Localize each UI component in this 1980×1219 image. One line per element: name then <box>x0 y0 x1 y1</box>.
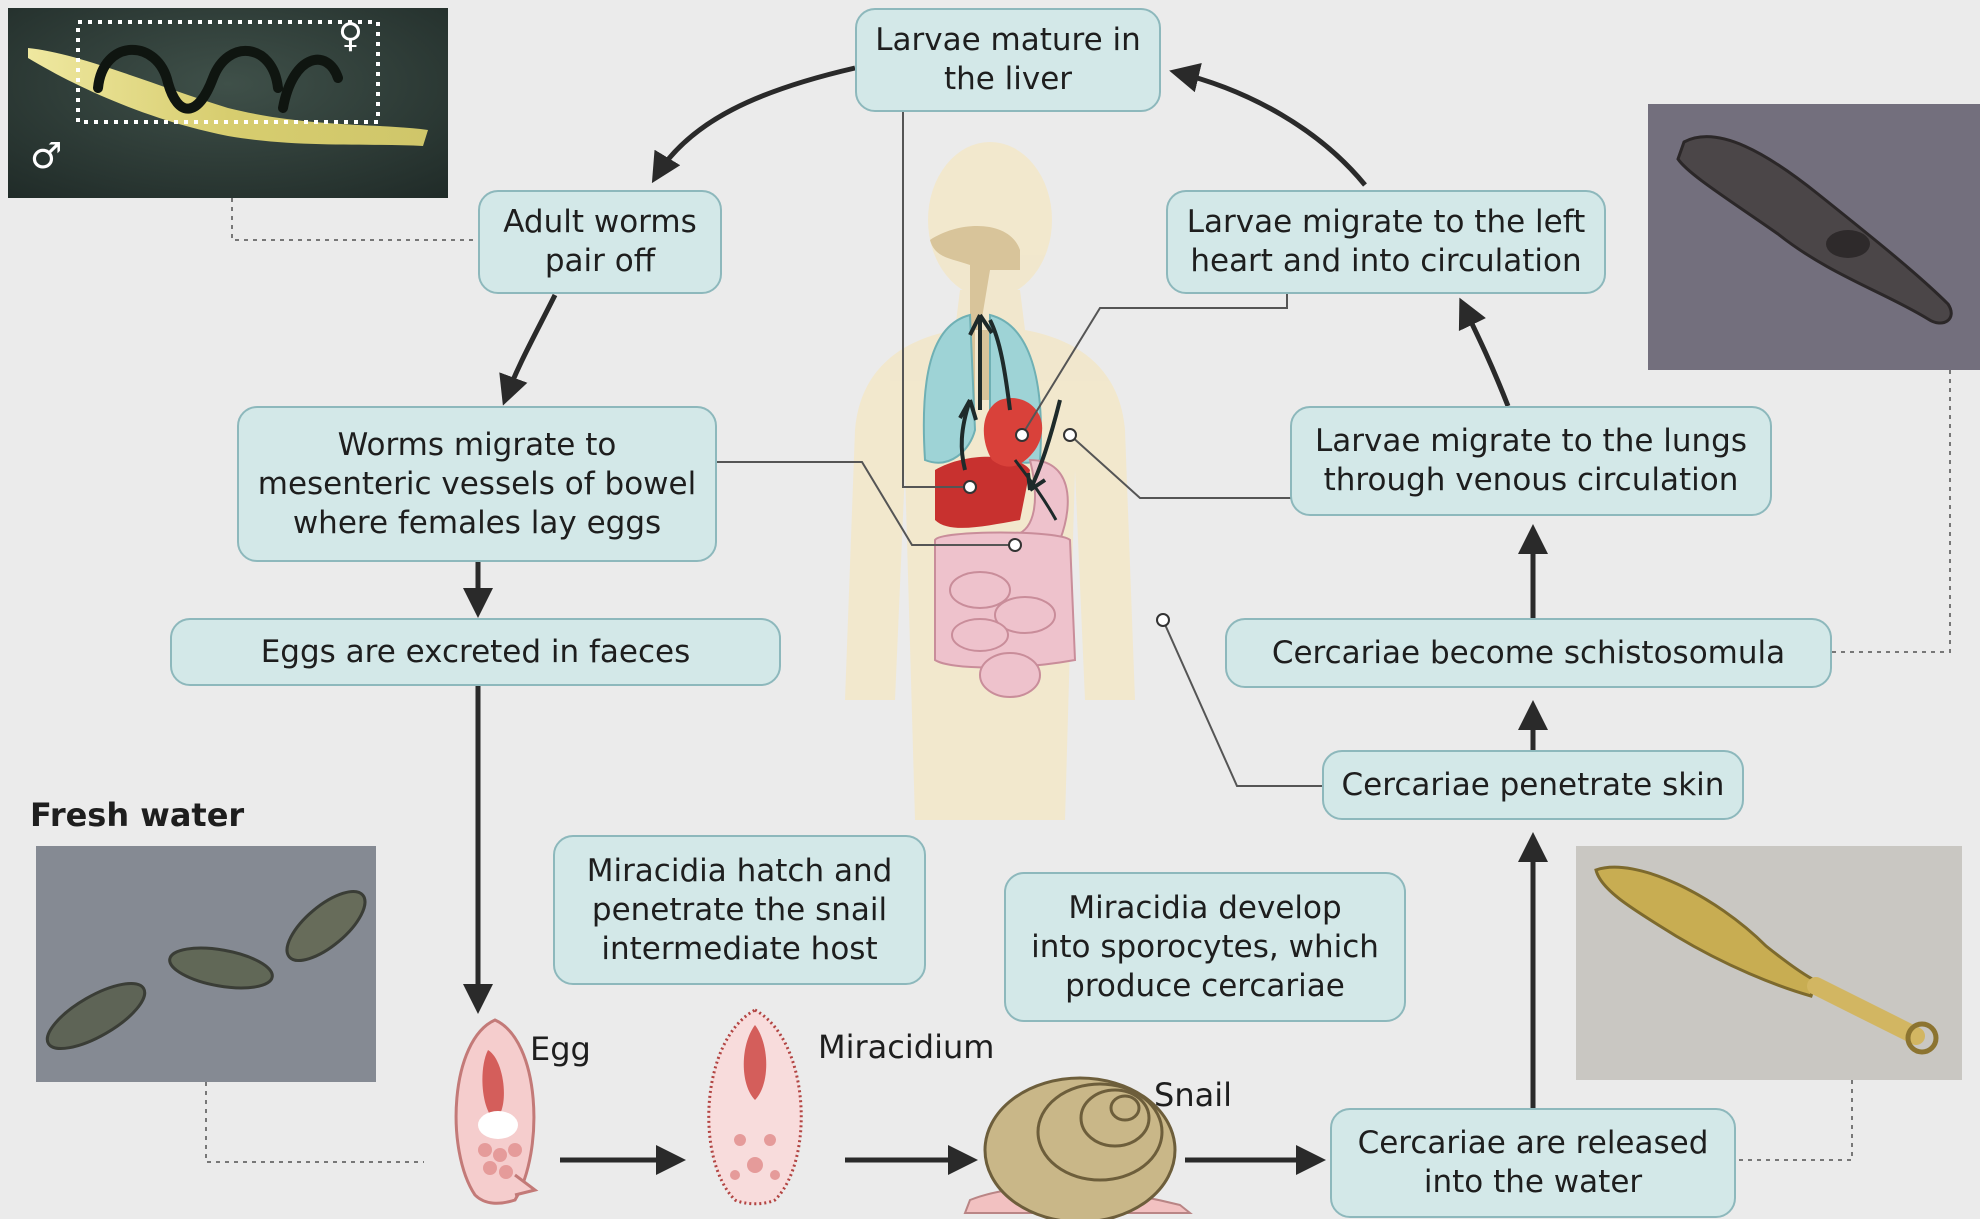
box-eggs-excreted: Eggs are excreted in faeces <box>170 618 781 686</box>
pointer-lungs <box>1070 435 1293 498</box>
box-worms-migrate-mesenteric: Worms migrate to mesenteric vessels of b… <box>237 406 717 562</box>
box-cercariae-penetrate-skin: Cercariae penetrate skin <box>1322 750 1744 820</box>
label-snail: Snail <box>1154 1076 1232 1114</box>
box-adult-worms-pair-off: Adult worms pair off <box>478 190 722 294</box>
dotted-link-cercaria-photo <box>1735 1080 1852 1160</box>
pointer-heart <box>1022 293 1287 435</box>
pointer-dot-heart <box>1016 429 1028 441</box>
pointer-bowel <box>717 462 1015 545</box>
label-egg: Egg <box>530 1030 591 1068</box>
dotted-link-schistosomula-photo <box>1832 370 1950 652</box>
box-larvae-mature-liver: Larvae mature in the liver <box>855 8 1161 112</box>
pointer-dot-liver <box>964 481 976 493</box>
arrow-heart-to-liver <box>1175 72 1365 185</box>
box-larvae-migrate-lungs: Larvae migrate to the lungs through veno… <box>1290 406 1772 516</box>
pointer-liver <box>903 112 970 487</box>
box-cercariae-released: Cercariae are released into the water <box>1330 1108 1736 1218</box>
box-larvae-migrate-heart: Larvae migrate to the left heart and int… <box>1166 190 1606 294</box>
arrow-lungs-to-heart <box>1462 303 1508 406</box>
box-miracidia-hatch: Miracidia hatch and penetrate the snail … <box>553 835 926 985</box>
dotted-link-adult-photo <box>232 198 478 240</box>
label-miracidium: Miracidium <box>818 1028 994 1066</box>
arrow-liver-to-adult <box>655 68 855 178</box>
pointer-dot-bowel <box>1009 539 1021 551</box>
pointer-dot-lungs <box>1064 429 1076 441</box>
pointer-dot-skin <box>1157 614 1169 626</box>
arrow-adult-to-worms <box>505 295 555 400</box>
box-miracidia-develop: Miracidia develop into sporocytes, which… <box>1004 872 1406 1022</box>
label-fresh-water: Fresh water <box>30 796 244 834</box>
box-cercariae-schistosomula: Cercariae become schistosomula <box>1225 618 1832 688</box>
dotted-link-eggs-photo <box>206 1082 424 1162</box>
